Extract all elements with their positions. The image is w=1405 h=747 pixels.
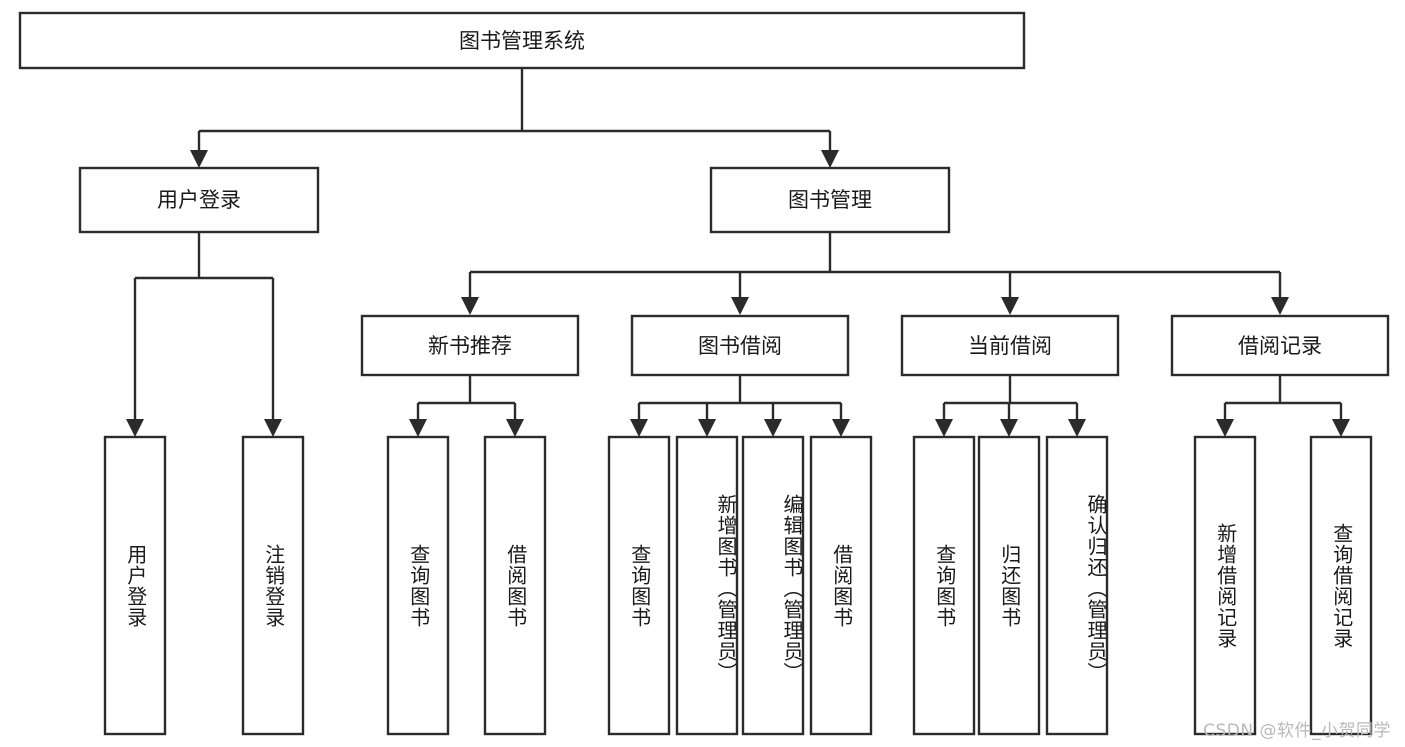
node-leaf-query-book-1-box[interactable] bbox=[386, 435, 450, 736]
node-leaf-confirm-return-box[interactable] bbox=[1045, 435, 1109, 736]
node-leaf-query-record-box[interactable] bbox=[1309, 435, 1373, 736]
node-leaf-edit-book-box[interactable] bbox=[741, 435, 805, 736]
node-book-borrow[interactable]: 图书借阅 bbox=[630, 314, 850, 377]
arrowhead-leaf-query-book-3 bbox=[935, 419, 953, 437]
node-borrow-record-label: 借阅记录 bbox=[1238, 334, 1322, 358]
node-book-management-box[interactable] bbox=[709, 166, 951, 234]
node-leaf-borrow-book-1-box[interactable] bbox=[483, 435, 547, 736]
node-new-book-recommend-box[interactable] bbox=[360, 314, 580, 377]
node-current-borrow-label: 当前借阅 bbox=[968, 334, 1052, 358]
node-new-book-recommend-label: 新书推荐 bbox=[428, 334, 512, 358]
node-leaf-add-record-box[interactable] bbox=[1193, 435, 1257, 736]
node-root-box[interactable] bbox=[18, 11, 1026, 70]
connectors bbox=[126, 68, 1350, 437]
node-user-login[interactable]: 用户登录 bbox=[78, 166, 320, 234]
arrowhead-leaf-query-book-2 bbox=[630, 419, 648, 437]
node-book-management[interactable]: 图书管理 bbox=[709, 166, 951, 234]
arrowhead-leaf-borrow-book-2 bbox=[832, 419, 850, 437]
arrowhead-leaf-user-login bbox=[126, 419, 144, 437]
node-current-borrow[interactable]: 当前借阅 bbox=[900, 314, 1120, 377]
arrowhead-leaf-query-record bbox=[1332, 419, 1350, 437]
node-current-borrow-box[interactable] bbox=[900, 314, 1120, 377]
arrowhead-leaf-logout-login bbox=[264, 419, 282, 437]
node-borrow-record-box[interactable] bbox=[1170, 314, 1390, 377]
arrowhead-leaf-return-book bbox=[1000, 419, 1018, 437]
arrowhead-leaf-query-book-1 bbox=[409, 419, 427, 437]
arrowhead-book-management bbox=[821, 150, 839, 168]
arrowhead-leaf-confirm-return bbox=[1068, 419, 1086, 437]
node-leaf-borrow-book-2-box[interactable] bbox=[809, 435, 873, 736]
node-borrow-record[interactable]: 借阅记录 bbox=[1170, 314, 1390, 377]
node-book-borrow-box[interactable] bbox=[630, 314, 850, 377]
node-new-book-recommend[interactable]: 新书推荐 bbox=[360, 314, 580, 377]
node-leaf-user-login-box[interactable] bbox=[103, 435, 167, 736]
arrowhead-leaf-add-book bbox=[698, 419, 716, 437]
node-leaf-return-book-box[interactable] bbox=[977, 435, 1041, 736]
node-book-management-label: 图书管理 bbox=[788, 188, 872, 212]
arrowhead-book-borrow bbox=[731, 297, 749, 315]
arrowhead-leaf-add-record bbox=[1216, 419, 1234, 437]
node-leaf-logout-login-box[interactable] bbox=[241, 435, 305, 736]
node-leaf-query-book-3-box[interactable] bbox=[912, 435, 976, 736]
arrowhead-new-book-recommend bbox=[461, 297, 479, 315]
arrowhead-borrow-record bbox=[1271, 297, 1289, 315]
node-root[interactable]: 图书管理系统 bbox=[18, 11, 1026, 70]
node-root-label: 图书管理系统 bbox=[459, 29, 585, 53]
csdn-watermark: CSDN @软件_小贺同学 bbox=[1203, 721, 1391, 741]
arrowhead-current-borrow bbox=[1001, 297, 1019, 315]
node-leaf-add-book-box[interactable] bbox=[675, 435, 739, 736]
arrowhead-leaf-borrow-book-1 bbox=[506, 419, 524, 437]
node-leaf-query-book-2-box[interactable] bbox=[607, 435, 671, 736]
node-user-login-label: 用户登录 bbox=[157, 188, 241, 212]
node-user-login-box[interactable] bbox=[78, 166, 320, 234]
arrowhead-leaf-edit-book bbox=[764, 419, 782, 437]
node-book-borrow-label: 图书借阅 bbox=[698, 334, 782, 358]
arrowhead-user-login bbox=[190, 150, 208, 168]
